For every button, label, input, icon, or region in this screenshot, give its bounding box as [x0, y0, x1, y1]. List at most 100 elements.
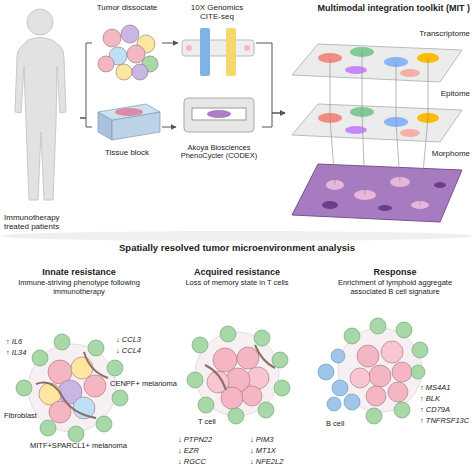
- tissue-block: [98, 104, 160, 140]
- data-layer-shape: [345, 126, 367, 134]
- data-layer-shape: [292, 44, 462, 222]
- layer-link-lines: [428, 58, 429, 118]
- gene-label: ↑ IL6: [6, 338, 22, 346]
- response-tumor-illustration: [388, 382, 408, 402]
- gene-label: ↓ CCL4: [116, 347, 141, 355]
- connector: [162, 127, 176, 128]
- data-layer: Morphome: [285, 148, 472, 222]
- sequencing-chip: [200, 28, 210, 76]
- connector: [256, 43, 285, 113]
- tumor-cells: [98, 56, 114, 72]
- cell-type-label: CENPF+ melanoma: [110, 380, 177, 388]
- node-heading: Spatially resolved tumor microenvironmen…: [2, 243, 472, 254]
- tumor-cells: [127, 45, 145, 63]
- response-tumor-illustration: [338, 328, 422, 412]
- acquired-tumor-illustration: [220, 326, 236, 342]
- innate-tumor-illustration: [40, 420, 56, 436]
- response-tumor-illustration: [392, 362, 412, 382]
- innate-tumor-illustration: [28, 344, 116, 432]
- data-layer-shape: [292, 164, 462, 222]
- acquired-tumor-illustration: [213, 348, 237, 372]
- sequencing-chip: [182, 40, 254, 56]
- response-tumor-illustration: [411, 365, 425, 379]
- tumor-cells: [103, 29, 121, 47]
- response-tumor-illustration: [350, 368, 370, 388]
- connector: [162, 43, 178, 44]
- response-tumor-illustration: [327, 397, 341, 411]
- data-layer-shape: [400, 69, 420, 77]
- acquired-tumor-illustration: [255, 345, 275, 368]
- tissue-block: [115, 108, 143, 116]
- gene-label: ↓ NFE2L2: [250, 458, 283, 466]
- gene-label: ↓ MT1X: [250, 447, 276, 455]
- acquired-tumor-illustration: [254, 330, 270, 346]
- node-heading: Response: [320, 267, 470, 277]
- acquired-tumor-illustration: [187, 326, 290, 424]
- data-layer-shape: [292, 44, 462, 82]
- node-heading: 10X Genomics CITE-seq: [180, 3, 254, 21]
- response-tumor-illustration: [318, 318, 428, 424]
- gene-label: ↑ BLK: [420, 395, 440, 403]
- innate-tumor-illustration: [32, 350, 48, 366]
- innate-tumor-illustration: [107, 360, 123, 376]
- tissue-block: [98, 104, 160, 120]
- innate-tumor-illustration: [112, 390, 128, 406]
- response-tumor-illustration: [344, 328, 360, 344]
- data-layer: Epitome: [285, 88, 472, 143]
- integration-panel: Multimodal integration toolkit (MIT ) Tra…: [285, 2, 472, 224]
- node-subtitle: Immune-striving phenotype following immu…: [4, 279, 154, 296]
- imaging-instrument: [192, 108, 246, 120]
- imaging-instrument: [207, 110, 231, 118]
- acquired-tumor-illustration: [228, 408, 244, 424]
- layer-link-lines: [396, 62, 397, 122]
- acquired-tumor-illustration: [237, 347, 259, 369]
- acquired-tumor-illustration: [247, 367, 269, 389]
- response-tumor-illustration: [370, 318, 386, 334]
- tumor-cells: [116, 64, 132, 80]
- response-tumor-illustration: [396, 322, 412, 338]
- sequencing-chip: [182, 28, 254, 76]
- patient-figure: Immunotherapy treated patients: [2, 4, 80, 232]
- innate-tumor-illustration: [84, 375, 106, 397]
- sequencing-chip: 10X Genomics CITE-seq: [178, 2, 256, 84]
- connector: [262, 113, 285, 127]
- node-heading: Immunotherapy treated patients: [4, 213, 78, 231]
- node-heading: Transcriptome: [287, 29, 470, 38]
- tumor-cells: [132, 64, 148, 80]
- acquired-tumor-illustration: [272, 352, 288, 368]
- sample-illustration: Tissue block: [92, 96, 162, 158]
- connector: [80, 43, 92, 118]
- data-layer-shape: [434, 182, 446, 188]
- acquired-tumor-illustration: [187, 326, 290, 424]
- acquired-tumor-illustration: [274, 380, 290, 396]
- node-heading: Epitome: [287, 89, 470, 98]
- gene-label: ↓ EZR: [178, 447, 199, 455]
- acquired-tumor-illustration: [221, 387, 243, 409]
- innate-tumor-illustration: [54, 334, 70, 350]
- data-layer: Transcriptome: [285, 28, 472, 83]
- connector: [80, 118, 92, 127]
- gene-label: ↓ RGCC: [178, 458, 206, 466]
- sample-illustration: Tumor dissociate: [92, 2, 162, 84]
- gene-label: ↓ PTPN22: [178, 436, 212, 444]
- data-layer-shape: [400, 129, 420, 137]
- response-tumor-illustration: [332, 380, 348, 396]
- layer-link-lines: [362, 112, 365, 195]
- innate-tumor-illustration: [71, 357, 93, 379]
- data-layer-shape: [378, 205, 392, 211]
- node-heading: Multimodal integration toolkit (MIT ): [287, 3, 470, 13]
- innate-tumor-illustration: [68, 426, 84, 442]
- section-band: Spatially resolved tumor microenvironmen…: [0, 242, 474, 474]
- sequencing-chip: [226, 28, 236, 76]
- response-tumor-illustration: [369, 365, 391, 387]
- layer-link-lines: [420, 118, 428, 205]
- response-tumor-illustration: [394, 402, 410, 418]
- patient-silhouette: [15, 38, 66, 201]
- layer-link-lines: [330, 58, 331, 118]
- sequencing-chip: [244, 45, 250, 51]
- result-panel: ResponseEnrichment of lymphoid aggregate…: [318, 266, 472, 472]
- tumor-cells: [98, 25, 158, 80]
- node-heading: Tumor dissociate: [94, 3, 160, 12]
